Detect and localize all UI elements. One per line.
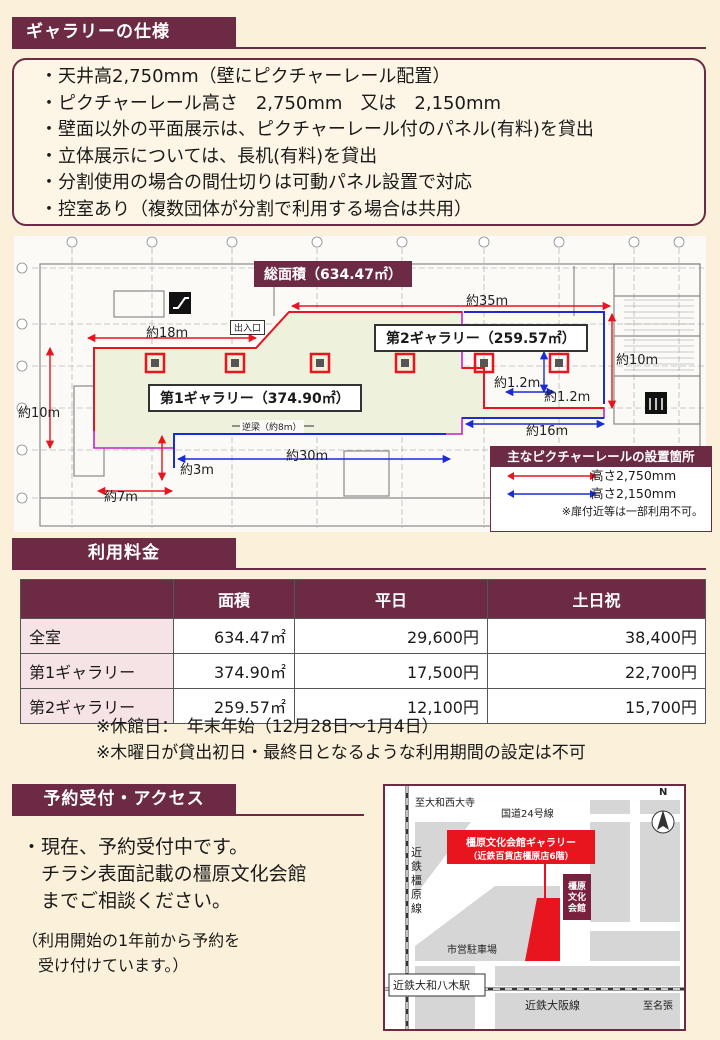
beam-label: 逆梁（約8m） bbox=[240, 420, 304, 433]
table-row: 第1ギャラリー 374.90㎡ 17,500円 22,700円 bbox=[20, 653, 706, 689]
fee-room: 第1ギャラリー bbox=[20, 653, 174, 689]
spec-item: ・立体展示については、長机(有料)を貸出 bbox=[40, 145, 378, 167]
fee-header bbox=[20, 579, 174, 619]
dim-10m-right: 約10m bbox=[616, 353, 659, 368]
map-gallery-sublabel: （近鉄百貨店橿原店6階） bbox=[468, 852, 574, 862]
fee-header-weekday: 平日 bbox=[294, 579, 488, 619]
gallery2-label: 第2ギャラリー（259.57㎡） bbox=[374, 324, 588, 352]
access-map-drawing bbox=[385, 786, 684, 1029]
reservation-line: チラシ表面記載の橿原文化会館 bbox=[22, 863, 307, 885]
spec-item: ・ピクチャーレール高さ 2,750mm 又は 2,150mm bbox=[40, 92, 502, 114]
fee-header-area: 面積 bbox=[173, 579, 295, 619]
dim-1-2m-b: 約1.2m bbox=[544, 390, 591, 405]
entrance-label: 出入口 bbox=[230, 320, 266, 335]
reservation-heading-rule bbox=[12, 814, 364, 816]
fee-weekend: 15,700円 bbox=[487, 688, 706, 724]
dim-16m: 約16m bbox=[526, 424, 569, 439]
thursday-note: ※木曜日が貸出初日・最終日となるような利用期間の設定は不可 bbox=[96, 743, 586, 763]
reservation-heading: 予約受付・アクセス bbox=[12, 784, 236, 814]
table-row: 第2ギャラリー 259.57㎡ 12,100円 15,700円 bbox=[20, 688, 706, 724]
fee-weekend: 38,400円 bbox=[487, 618, 706, 654]
legend-red-label: 高さ2,750mm bbox=[591, 468, 677, 483]
map-hall-label: 橿原文化会館 bbox=[567, 882, 586, 914]
fee-room: 全室 bbox=[20, 618, 174, 654]
fee-area: 634.47㎡ bbox=[173, 618, 295, 654]
spec-item: ・控室あり（複数団体が分割で利用する場合は共用） bbox=[40, 198, 472, 220]
reservation-sub: 受け付けています。） bbox=[22, 956, 189, 975]
map-osaka-line: 近鉄大阪線 bbox=[525, 999, 580, 1012]
fees-heading-rule bbox=[12, 568, 706, 570]
spec-item: ・壁面以外の平面展示は、ピクチャーレール付のパネル(有料)を貸出 bbox=[40, 119, 594, 140]
spec-heading: ギャラリーの仕様 bbox=[12, 17, 236, 47]
map-to-nabari: 至名張 bbox=[643, 1001, 673, 1012]
legend-blue-row: 高さ2,150mm bbox=[491, 485, 711, 503]
fee-weekday: 29,600円 bbox=[294, 618, 488, 654]
legend-note: ※扉付近等は一部利用不可。 bbox=[561, 505, 703, 518]
reservation-line: までご相談ください。 bbox=[22, 890, 232, 912]
total-area-label: 総面積（634.47㎡） bbox=[254, 261, 413, 287]
map-kashihara-line: 近鉄橿原線 bbox=[411, 846, 422, 915]
rail-legend: 主なピクチャーレールの設置箇所 高さ2,750mm 高さ2,150mm ※扉付近… bbox=[490, 446, 712, 532]
spec-heading-rule bbox=[12, 47, 706, 49]
dim-1-2m-a: 約1.2m bbox=[494, 376, 541, 391]
blue-arrow-icon bbox=[507, 490, 597, 498]
dim-30m: 約30m bbox=[286, 449, 329, 464]
gallery1-label: 第1ギャラリー（374.90㎡） bbox=[148, 384, 362, 412]
fee-table: 面積 平日 土日祝 全室 634.47㎡ 29,600円 38,400円 第1ギ… bbox=[20, 579, 706, 724]
access-map: N 至大和西大寺 国道24号線 近鉄橿原線 橿原文化会館ギャラリー （近鉄百貨店… bbox=[383, 784, 686, 1031]
dim-10m-left: 約10m bbox=[18, 406, 61, 421]
dim-7m: 約7m bbox=[104, 490, 138, 505]
map-gallery-label: 橿原文化会館ギャラリー bbox=[466, 838, 576, 849]
floor-plan: 総面積（634.47㎡） 第1ギャラリー（374.90㎡） 第2ギャラリー（25… bbox=[14, 236, 706, 532]
escalator-icon bbox=[169, 292, 191, 314]
spec-item: ・分割使用の場合の間仕切りは可動パネル設置で対応 bbox=[40, 172, 472, 193]
dim-35m: 約35m bbox=[466, 294, 509, 309]
red-arrow-icon bbox=[507, 472, 597, 480]
fee-weekday: 12,100円 bbox=[294, 688, 488, 724]
fee-area: 259.57㎡ bbox=[173, 688, 295, 724]
fee-weekday: 17,500円 bbox=[294, 653, 488, 689]
legend-red-row: 高さ2,750mm bbox=[491, 467, 711, 485]
rail-legend-title: 主なピクチャーレールの設置箇所 bbox=[491, 447, 711, 467]
reservation-line: ・現在、予約受付中です。 bbox=[22, 836, 249, 858]
dim-3m: 約3m bbox=[180, 463, 214, 478]
map-route24: 国道24号線 bbox=[501, 809, 554, 820]
fee-room: 第2ギャラリー bbox=[20, 688, 174, 724]
spec-item: ・天井高2,750mm（壁にピクチャーレール配置） bbox=[40, 66, 451, 87]
north-label: N bbox=[659, 787, 668, 798]
fee-area: 374.90㎡ bbox=[173, 653, 295, 689]
closed-days-note: ※休館日： 年末年始（12月28日～1月4日） bbox=[96, 717, 439, 737]
pillars bbox=[144, 352, 570, 374]
map-parking: 市営駐車場 bbox=[447, 945, 497, 956]
dim-18m: 約18m bbox=[146, 326, 189, 341]
spec-box: ・天井高2,750mm（壁にピクチャーレール配置） ・ピクチャーレール高さ 2,… bbox=[12, 58, 706, 226]
fee-header-row: 面積 平日 土日祝 bbox=[20, 579, 706, 619]
map-top-label: 至大和西大寺 bbox=[415, 798, 475, 809]
legend-blue-label: 高さ2,150mm bbox=[591, 486, 677, 501]
fee-weekend: 22,700円 bbox=[487, 653, 706, 689]
table-row: 全室 634.47㎡ 29,600円 38,400円 bbox=[20, 618, 706, 654]
reservation-sub: （利用開始の1年前から予約を bbox=[22, 931, 241, 950]
map-station: 近鉄大和八木駅 bbox=[393, 979, 470, 992]
fee-header-weekend: 土日祝 bbox=[487, 579, 706, 619]
fees-heading: 利用料金 bbox=[12, 538, 236, 568]
